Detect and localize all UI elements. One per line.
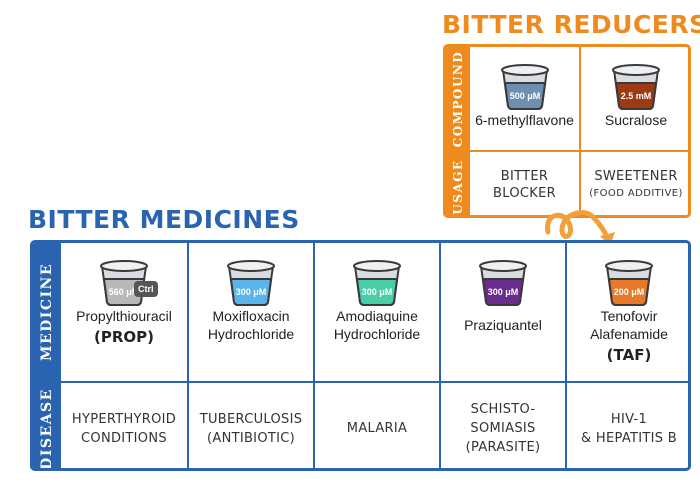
medicine-abbreviation: (PROP): [94, 328, 154, 346]
usage-cell-sweetener: SWEETENER (FOOD ADDITIVE): [581, 152, 688, 215]
cup-icon: 2.5 mM: [612, 64, 660, 110]
concentration-label: 300 μM: [362, 287, 393, 297]
medicine-cell-propylthiouracil: 560 μM Ctrl Propylthiouracil (PROP): [61, 257, 187, 346]
bitter-reducers-title: BITTER REDUCERS: [442, 10, 700, 39]
compound-cell-6-methylflavone: 500 μM 6-methylflavone: [470, 61, 579, 129]
disease-cell-tuberculosis: TUBERCULOSIS (ANTIBIOTIC): [189, 383, 313, 468]
disease-line: TUBERCULOSIS: [199, 411, 303, 427]
medicine-name-line: Tenofovir: [600, 308, 658, 324]
compound-row-header: COMPOUND: [446, 47, 470, 150]
medicine-cell-praziquantel: 300 μM Praziquantel: [441, 257, 565, 334]
disease-line: HIV-1: [610, 411, 648, 427]
cup-icon: 500 μM: [500, 64, 549, 110]
medicines-column-divider: [439, 243, 441, 468]
bitter-medicines-panel: MEDICINE DISEASE 560 μM Ctrl Propylthiou…: [30, 240, 691, 471]
concentration-label: 560 μM: [109, 287, 140, 297]
medicine-row-label: MEDICINE: [39, 262, 55, 362]
reducers-column-divider: [579, 47, 581, 215]
reducers-row-divider: [446, 150, 688, 152]
cup-icon: 300 μM: [227, 260, 275, 306]
concentration-label: 300 μM: [236, 287, 267, 297]
medicine-cell-tenofovir: 200 μM Tenofovir Alafenamide (TAF): [567, 257, 688, 364]
medicine-cell-moxifloxacin: 300 μM Moxifloxacin Hydrochloride: [189, 257, 313, 343]
disease-cell-malaria: MALARIA: [315, 383, 439, 468]
compound-name: 6-methylflavone: [475, 112, 574, 128]
medicine-name-line: Moxifloxacin: [212, 308, 290, 324]
compound-cell-sucralose: 2.5 mM Sucralose: [581, 61, 688, 129]
medicines-column-divider: [187, 243, 189, 468]
medicine-abbreviation: (TAF): [606, 346, 652, 364]
usage-row-label: USAGE: [451, 159, 465, 215]
disease-line: (PARASITE): [465, 440, 541, 455]
medicines-column-divider: [565, 243, 567, 468]
compound-name: Sucralose: [604, 112, 668, 128]
cup-icon: 300 μM: [353, 260, 401, 306]
disease-cell-schistosomiasis: SCHISTO- SOMIASIS (PARASITE): [441, 383, 565, 468]
medicine-name-line: Alafenamide: [590, 326, 668, 342]
disease-line: SOMIASIS: [470, 421, 536, 436]
medicine-name: Praziquantel: [464, 317, 542, 333]
medicine-name-line: Hydrochloride: [207, 326, 295, 342]
disease-line: SCHISTO-: [470, 402, 536, 417]
usage-row-header: USAGE: [446, 152, 470, 215]
compound-row-label: COMPOUND: [451, 50, 465, 147]
disease-row-header: DISEASE: [33, 383, 61, 470]
medicine-cell-amodiaquine: 300 μM Amodiaquine Hydrochloride: [315, 257, 439, 343]
disease-row-label: DISEASE: [39, 387, 55, 470]
bitter-medicines-title: BITTER MEDICINES: [28, 205, 300, 234]
cup-icon: 300 μM: [479, 260, 527, 306]
usage-line: SWEETENER: [594, 169, 678, 184]
medicines-column-divider: [313, 243, 315, 468]
medicine-row-header: MEDICINE: [33, 243, 61, 381]
concentration-label: 200 μM: [614, 287, 645, 297]
medicine-name-line: Amodiaquine: [336, 308, 418, 324]
cup-icon: 200 μM: [605, 260, 653, 306]
disease-line: MALARIA: [346, 421, 408, 436]
concentration-label: 300 μM: [488, 287, 519, 297]
usage-subline: (FOOD ADDITIVE): [589, 188, 683, 199]
control-badge: Ctrl: [134, 281, 158, 297]
disease-line: (ANTIBIOTIC): [207, 430, 295, 446]
disease-line: HYPERTHYROID: [71, 411, 177, 427]
concentration-label: 500 μM: [509, 91, 540, 101]
medicine-name: Propylthiouracil: [76, 308, 172, 324]
disease-cell-hiv-hepatitis: HIV-1 & HEPATITIS B: [567, 383, 688, 468]
medicine-name-line: Hydrochloride: [333, 326, 421, 342]
usage-line: BITTER: [500, 169, 549, 184]
concentration-label: 2.5 mM: [621, 91, 652, 101]
usage-cell-bitter-blocker: BITTER BLOCKER: [470, 152, 579, 215]
usage-line: BLOCKER: [493, 186, 556, 201]
disease-line: & HEPATITIS B: [581, 430, 677, 446]
disease-line: CONDITIONS: [81, 430, 167, 446]
disease-cell-hyperthyroid: HYPERTHYROID CONDITIONS: [61, 383, 187, 468]
medicines-row-divider: [33, 381, 688, 383]
bitter-reducers-panel: COMPOUND USAGE 500 μM 6-methylflavone 2.…: [443, 44, 691, 218]
